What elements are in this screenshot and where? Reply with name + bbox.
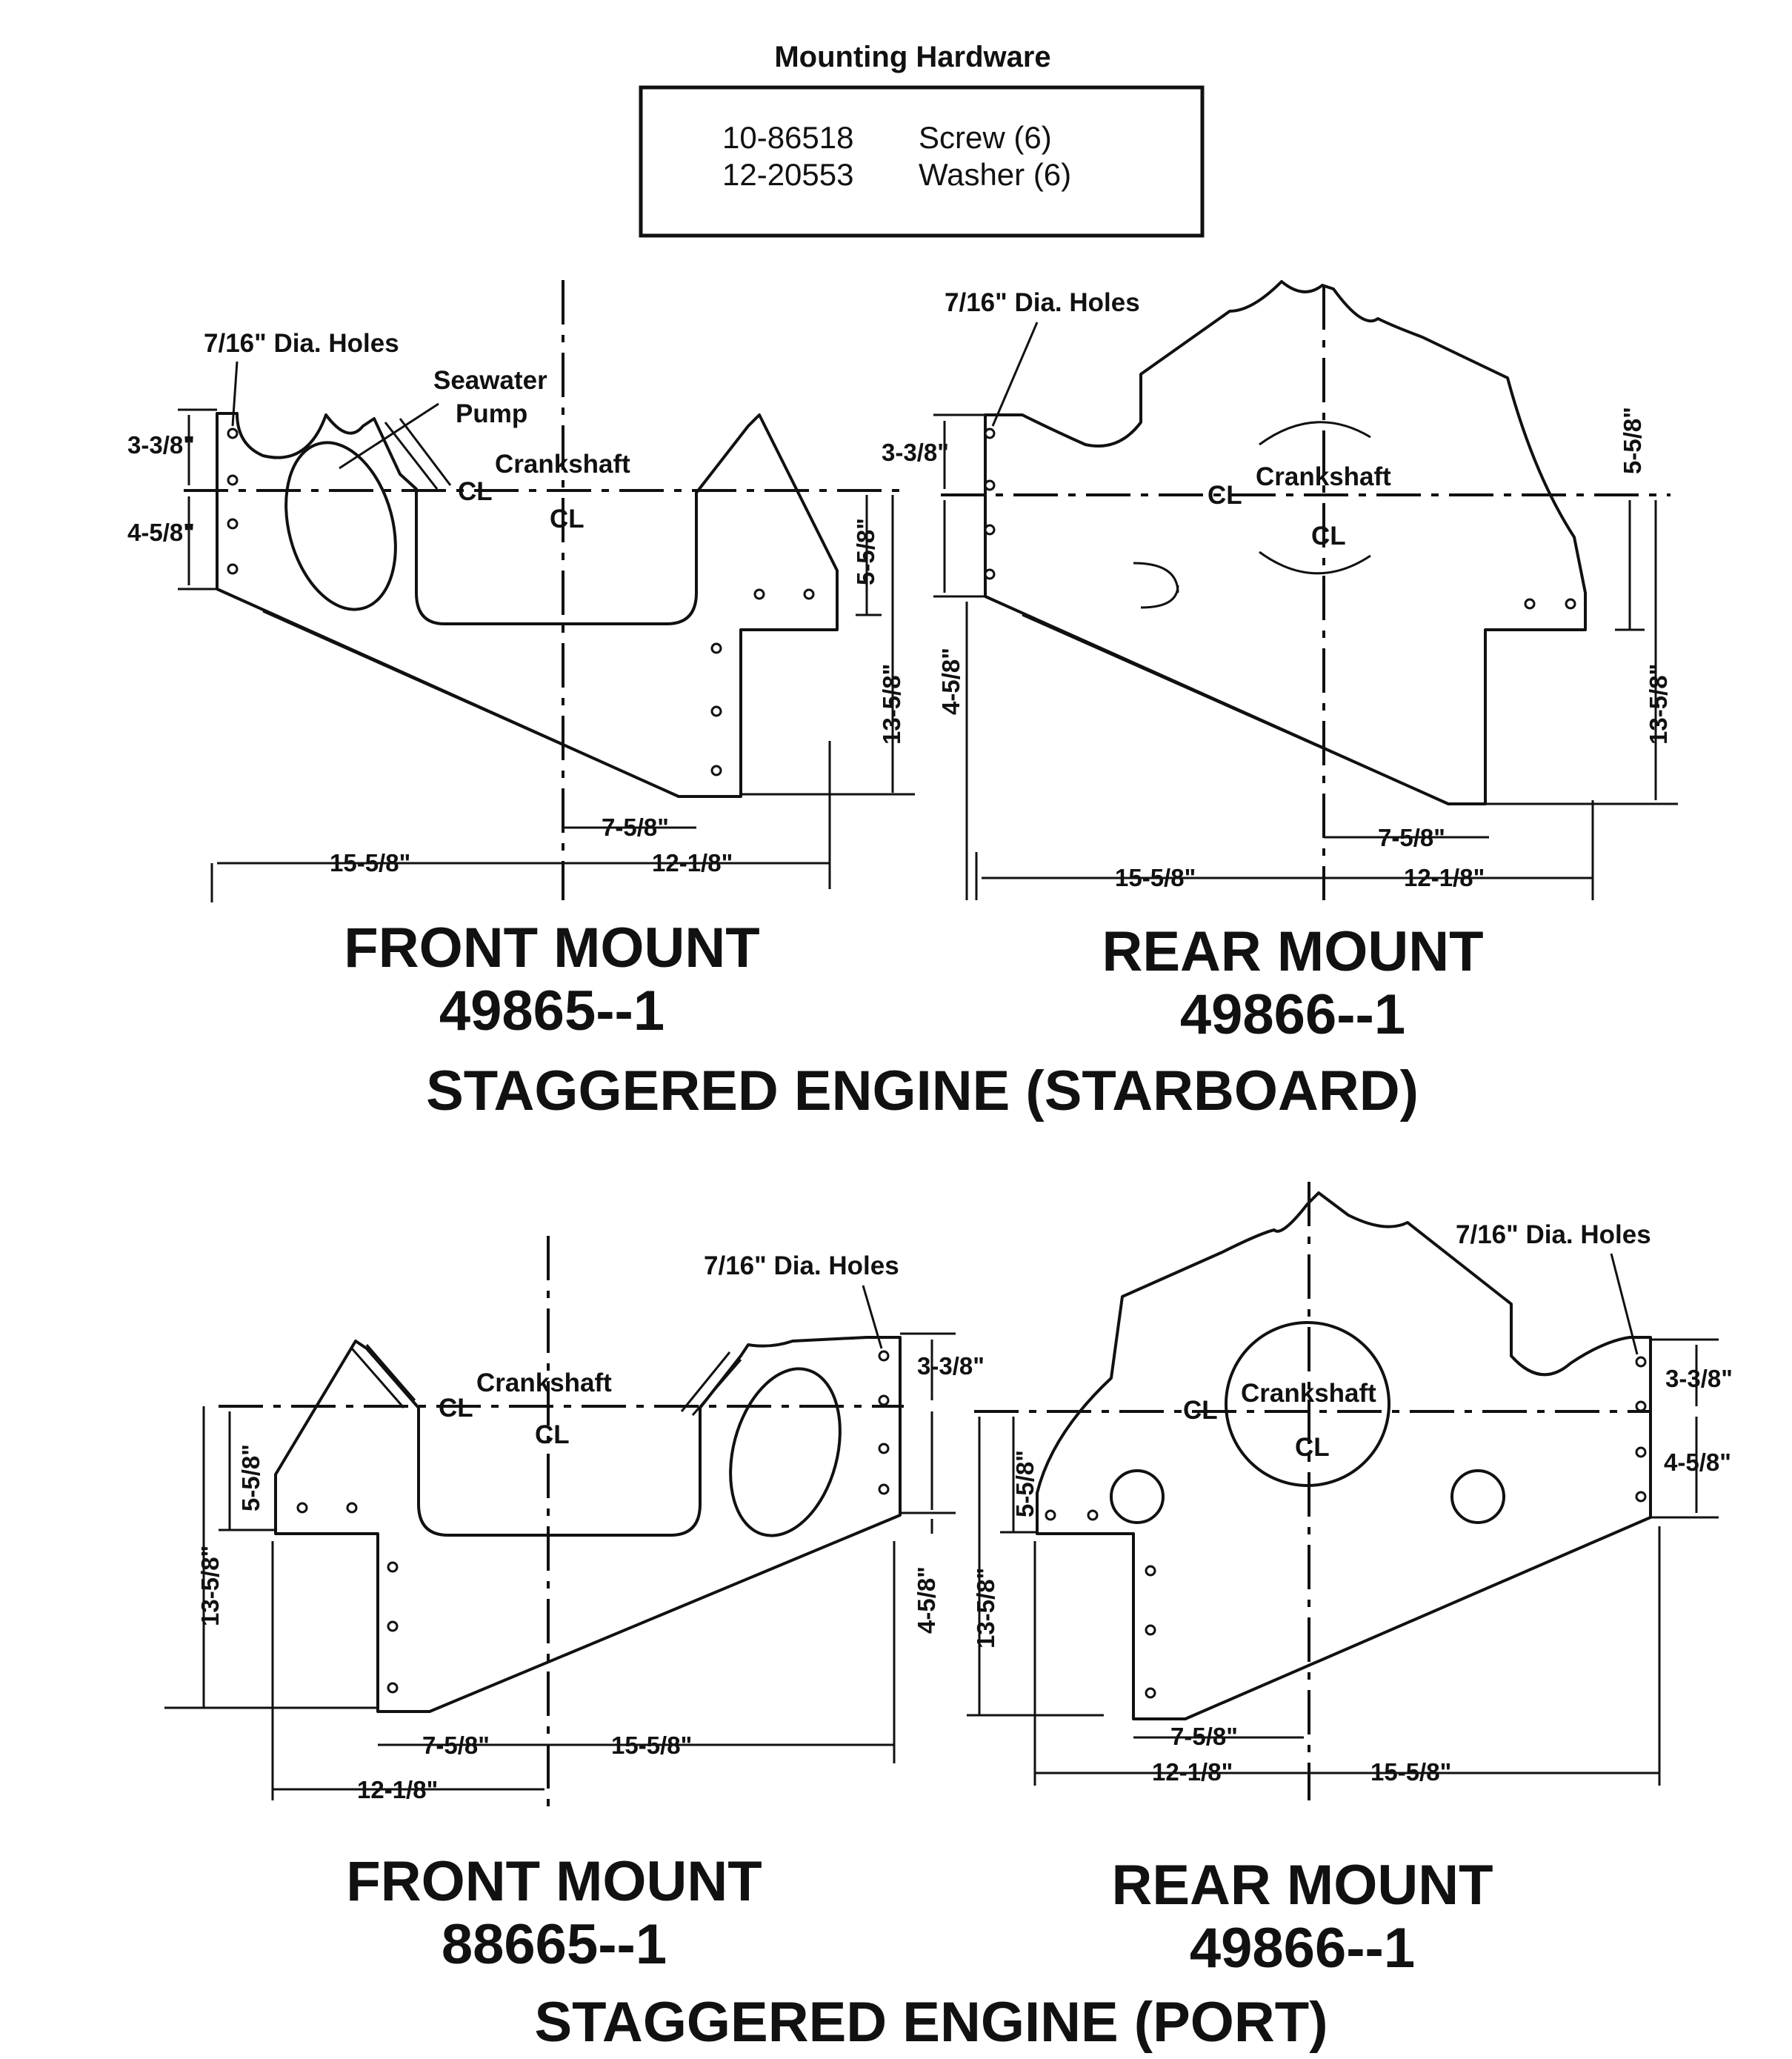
starboard-front-title: FRONT MOUNT [344, 917, 759, 979]
starboard-front-outline [216, 412, 839, 798]
port-rear-dim-1218: 12-1/8" [1152, 1758, 1233, 1786]
starboard-front-dim-558: 5-5/8" [852, 518, 879, 585]
port-rear-part: 49866--1 [1190, 1917, 1415, 1980]
starboard-rear-cl-2: CL [1311, 522, 1346, 550]
starboard-caption: STAGGERED ENGINE (STARBOARD) [426, 1060, 1419, 1122]
starboard-rear-title: REAR MOUNT [1102, 920, 1483, 983]
port-rear-cl-2: CL [1295, 1433, 1330, 1462]
port-rear-title: REAR MOUNT [1111, 1854, 1493, 1917]
starboard-front-dim-758: 7-5/8" [602, 814, 669, 841]
port-rear-dim-458: 4-5/8" [1664, 1448, 1731, 1476]
port-rear-right-circle [1450, 1469, 1505, 1524]
starboard-rear-part: 49866--1 [1180, 983, 1405, 1046]
port-front-holes-label: 7/16" Dia. Holes [704, 1251, 899, 1280]
port-front-crankshaft-label: Crankshaft [476, 1368, 612, 1397]
port-front-outline [274, 1336, 902, 1713]
starboard-rear-cl-1: CL [1208, 481, 1242, 510]
port-front-mount: 7/16" Dia. Holes Crankshaft CL CL 3-3/8"… [164, 1236, 985, 1812]
starboard-rear-dim-338: 3-3/8" [882, 439, 949, 466]
port-caption: STAGGERED ENGINE (PORT) [534, 1991, 1328, 2054]
starboard-front-crankshaft-label: Crankshaft [495, 450, 630, 479]
mounting-hardware: Mounting Hardware 10-86518 Screw (6) 12-… [639, 41, 1205, 238]
starboard-rear-dim-758: 7-5/8" [1378, 824, 1445, 851]
port-rear-dim-1358: 13-5/8" [972, 1568, 999, 1649]
starboard-front-dim-338: 3-3/8" [127, 431, 195, 459]
starboard-rear-faint-circles [1133, 421, 1371, 609]
seawater-label-2: Pump [456, 399, 527, 428]
port-front-dim-758: 7-5/8" [422, 1732, 490, 1759]
port-front-cover-outline [729, 1367, 842, 1537]
port-rear-dim-758: 7-5/8" [1170, 1723, 1238, 1750]
port-front-bracket-tabs [350, 1344, 742, 1416]
seawater-pump-outline [284, 441, 397, 611]
port-rear-holes-label: 7/16" Dia. Holes [1456, 1220, 1651, 1249]
starboard-front-dim-1218: 12-1/8" [652, 849, 733, 877]
starboard-rear-holes [984, 428, 1576, 610]
port-rear-left-circle [1110, 1469, 1165, 1524]
starboard-rear-mount: 7/16" Dia. Holes Crankshaft CL CL 3-3/8"… [882, 280, 1678, 900]
port-front-dim-558: 5-5/8" [237, 1444, 264, 1511]
port-rear-dim-558: 5-5/8" [1011, 1450, 1039, 1517]
port-rear-dim-338: 3-3/8" [1665, 1365, 1733, 1392]
hardware-part-1: 10-86518 [722, 120, 854, 155]
port-front-dim-1218: 12-1/8" [357, 1776, 438, 1803]
port-front-dim-1558: 15-5/8" [611, 1732, 692, 1759]
port-rear-crankshaft-label: Crankshaft [1241, 1379, 1376, 1408]
hardware-desc-1: Screw (6) [919, 120, 1052, 155]
starboard-rear-holes-label: 7/16" Dia. Holes [945, 288, 1140, 317]
starboard-front-mount: 7/16" Dia. Holes Seawater Pump Crankshaf… [127, 280, 915, 902]
port-rear-lower-edge [1185, 1536, 1605, 1720]
starboard-rear-dim-558: 5-5/8" [1619, 407, 1646, 474]
starboard-front-cl-1: CL [458, 477, 493, 506]
starboard-front-holes [227, 428, 815, 776]
hardware-box [639, 85, 1205, 238]
port-rear-outline [1036, 1191, 1652, 1720]
port-front-holes [296, 1350, 890, 1694]
starboard-front-holes-label: 7/16" Dia. Holes [204, 329, 399, 358]
hardware-part-2: 12-20553 [722, 157, 854, 192]
starboard-front-dim-458: 4-5/8" [127, 519, 195, 546]
hardware-title: Mounting Hardware [774, 41, 1050, 73]
starboard-rear-crankshaft-label: Crankshaft [1256, 462, 1391, 491]
starboard-rear-dim-458: 4-5/8" [937, 648, 965, 715]
port-front-dim-458: 4-5/8" [913, 1566, 940, 1634]
starboard-rear-dim-1218: 12-1/8" [1404, 864, 1485, 891]
starboard-rear-dim-1558: 15-5/8" [1115, 864, 1196, 891]
port-front-dim-1358: 13-5/8" [196, 1546, 224, 1626]
starboard-front-bracket-tab [384, 418, 452, 490]
starboard-front-lower-edge [262, 610, 679, 798]
starboard-rear-outline [984, 280, 1587, 805]
port-front-cl-2: CL [535, 1420, 570, 1449]
port-rear-dim-1558: 15-5/8" [1370, 1758, 1451, 1786]
starboard-front-part: 49865--1 [439, 979, 664, 1042]
port-front-lower-edge [429, 1531, 860, 1713]
seawater-label-1: Seawater [433, 366, 547, 395]
port-front-cl-1: CL [439, 1394, 473, 1423]
starboard-front-cl-2: CL [550, 505, 584, 533]
hardware-desc-2: Washer (6) [919, 157, 1071, 192]
starboard-front-dim-1358: 13-5/8" [878, 664, 905, 745]
starboard-rear-dim-1358: 13-5/8" [1645, 664, 1672, 745]
port-rear-cl-1: CL [1183, 1396, 1218, 1425]
starboard-front-dim-1558: 15-5/8" [330, 849, 410, 877]
port-front-part: 88665--1 [442, 1913, 667, 1976]
port-rear-mount: 7/16" Dia. Holes Crankshaft CL CL 3-3/8"… [967, 1182, 1733, 1800]
port-front-title: FRONT MOUNT [346, 1850, 762, 1913]
port-rear-holes [1045, 1356, 1647, 1699]
port-front-dim-338: 3-3/8" [917, 1352, 985, 1380]
starboard-rear-lower-edge [1022, 613, 1449, 805]
